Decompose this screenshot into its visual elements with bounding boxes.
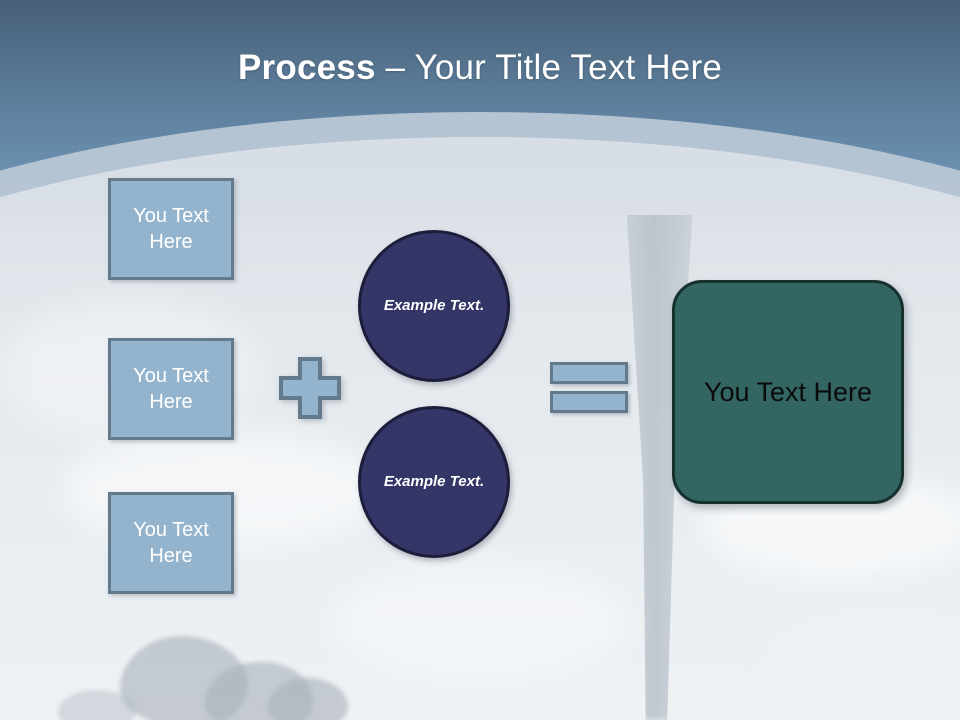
input-box-2[interactable]: You Text Here <box>108 338 234 440</box>
page-title-rest: – Your Title Text Here <box>375 48 722 87</box>
header-band <box>0 0 960 215</box>
equals-bar-bottom <box>550 391 628 413</box>
page-title: Process – Your Title Text Here <box>0 46 960 90</box>
input-box-1-label: You Text Here <box>133 205 209 253</box>
equals-bar-top <box>550 362 628 384</box>
example-circle-2[interactable]: Example Text. <box>358 406 510 558</box>
page-title-bold: Process <box>238 48 376 87</box>
example-circle-1-label: Example Text. <box>383 297 485 314</box>
cloud-shape <box>330 560 630 680</box>
input-box-1[interactable]: You Text Here <box>108 178 234 280</box>
input-box-3[interactable]: You Text Here <box>108 492 234 594</box>
example-circle-2-label: Example Text. <box>383 473 485 490</box>
tree-silhouette <box>268 678 348 720</box>
input-box-3-label: You Text Here <box>133 519 209 567</box>
example-circle-1[interactable]: Example Text. <box>358 230 510 382</box>
result-box[interactable]: You Text Here <box>672 280 904 504</box>
tree-silhouette <box>58 690 136 720</box>
result-box-label: You Text Here <box>703 376 873 407</box>
input-box-2-label: You Text Here <box>133 365 209 413</box>
cloud-shape <box>770 600 960 710</box>
equals-icon <box>550 362 628 414</box>
plus-icon <box>279 357 341 419</box>
